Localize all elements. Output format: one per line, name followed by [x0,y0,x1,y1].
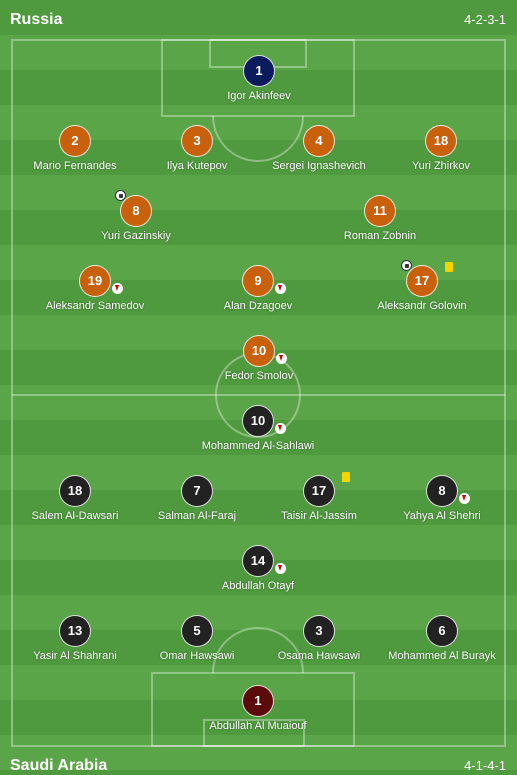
player-name: Osama Hawsawi [277,650,361,662]
shirt-number: 5 [181,615,213,647]
shirt-number: 2 [59,125,91,157]
player-name: Yuri Gazinskiy [101,230,171,242]
player-name: Yuri Zhirkov [411,160,471,172]
shirt-number: 17 [303,475,335,507]
yellow-card-icon [342,472,350,482]
home-team-header: Russia 4-2-3-1 [0,0,517,34]
player-name: Omar Hawsawi [159,650,235,662]
player-name: Abdullah Al Muaiouf [209,720,307,732]
shirt-number: 1 [242,685,274,717]
player-name: Ilya Kutepov [166,160,228,172]
substitution-icon [275,423,286,434]
shirt-number: 11 [364,195,396,227]
shirt-number: 10 [242,405,274,437]
shirt-number: 9 [242,265,274,297]
goal-ball-icon [115,190,126,201]
player-name: Roman Zobnin [343,230,417,242]
substitution-icon [459,493,470,504]
player-name: Aleksandr Golovin [377,300,467,312]
shirt-number: 3 [181,125,213,157]
home-formation: 4-2-3-1 [464,12,506,27]
substitution-icon [275,563,286,574]
player-name: Mohammed Al Burayk [388,650,496,662]
shirt-number: 10 [243,335,275,367]
shirt-number: 14 [242,545,274,577]
away-formation: 4-1-4-1 [464,758,506,773]
player-name: Mario Fernandes [33,160,117,172]
player-name: Salman Al-Faraj [157,510,237,522]
shirt-number: 8 [426,475,458,507]
player-name: Taisir Al-Jassim [281,510,357,522]
player-name: Mohammed Al-Sahlawi [201,440,315,452]
player-name: Fedor Smolov [224,370,294,382]
shirt-number: 17 [406,265,438,297]
shirt-number: 6 [426,615,458,647]
shirt-number: 3 [303,615,335,647]
player-name: Aleksandr Samedov [45,300,145,312]
shirt-number: 7 [181,475,213,507]
substitution-icon [276,353,287,364]
away-team-header: Saudi Arabia 4-1-4-1 [0,748,517,775]
player-name: Salem Al-Dawsari [31,510,119,522]
shirt-number: 18 [59,475,91,507]
shirt-number: 4 [303,125,335,157]
player-name: Sergei Ignashevich [272,160,366,172]
yellow-card-icon [445,262,453,272]
substitution-icon [275,283,286,294]
home-team-name: Russia [10,11,63,28]
away-team-name: Saudi Arabia [10,757,108,774]
substitution-icon [112,283,123,294]
shirt-number: 1 [243,55,275,87]
player-name: Igor Akinfeev [227,90,291,102]
player-name: Abdullah Otayf [221,580,295,592]
player-name: Yasir Al Shahrani [33,650,117,662]
shirt-number: 19 [79,265,111,297]
shirt-number: 8 [120,195,152,227]
shirt-number: 13 [59,615,91,647]
shirt-number: 18 [425,125,457,157]
player-name: Alan Dzagoev [223,300,293,312]
goal-ball-icon [401,260,412,271]
player-name: Yahya Al Shehri [403,510,481,522]
